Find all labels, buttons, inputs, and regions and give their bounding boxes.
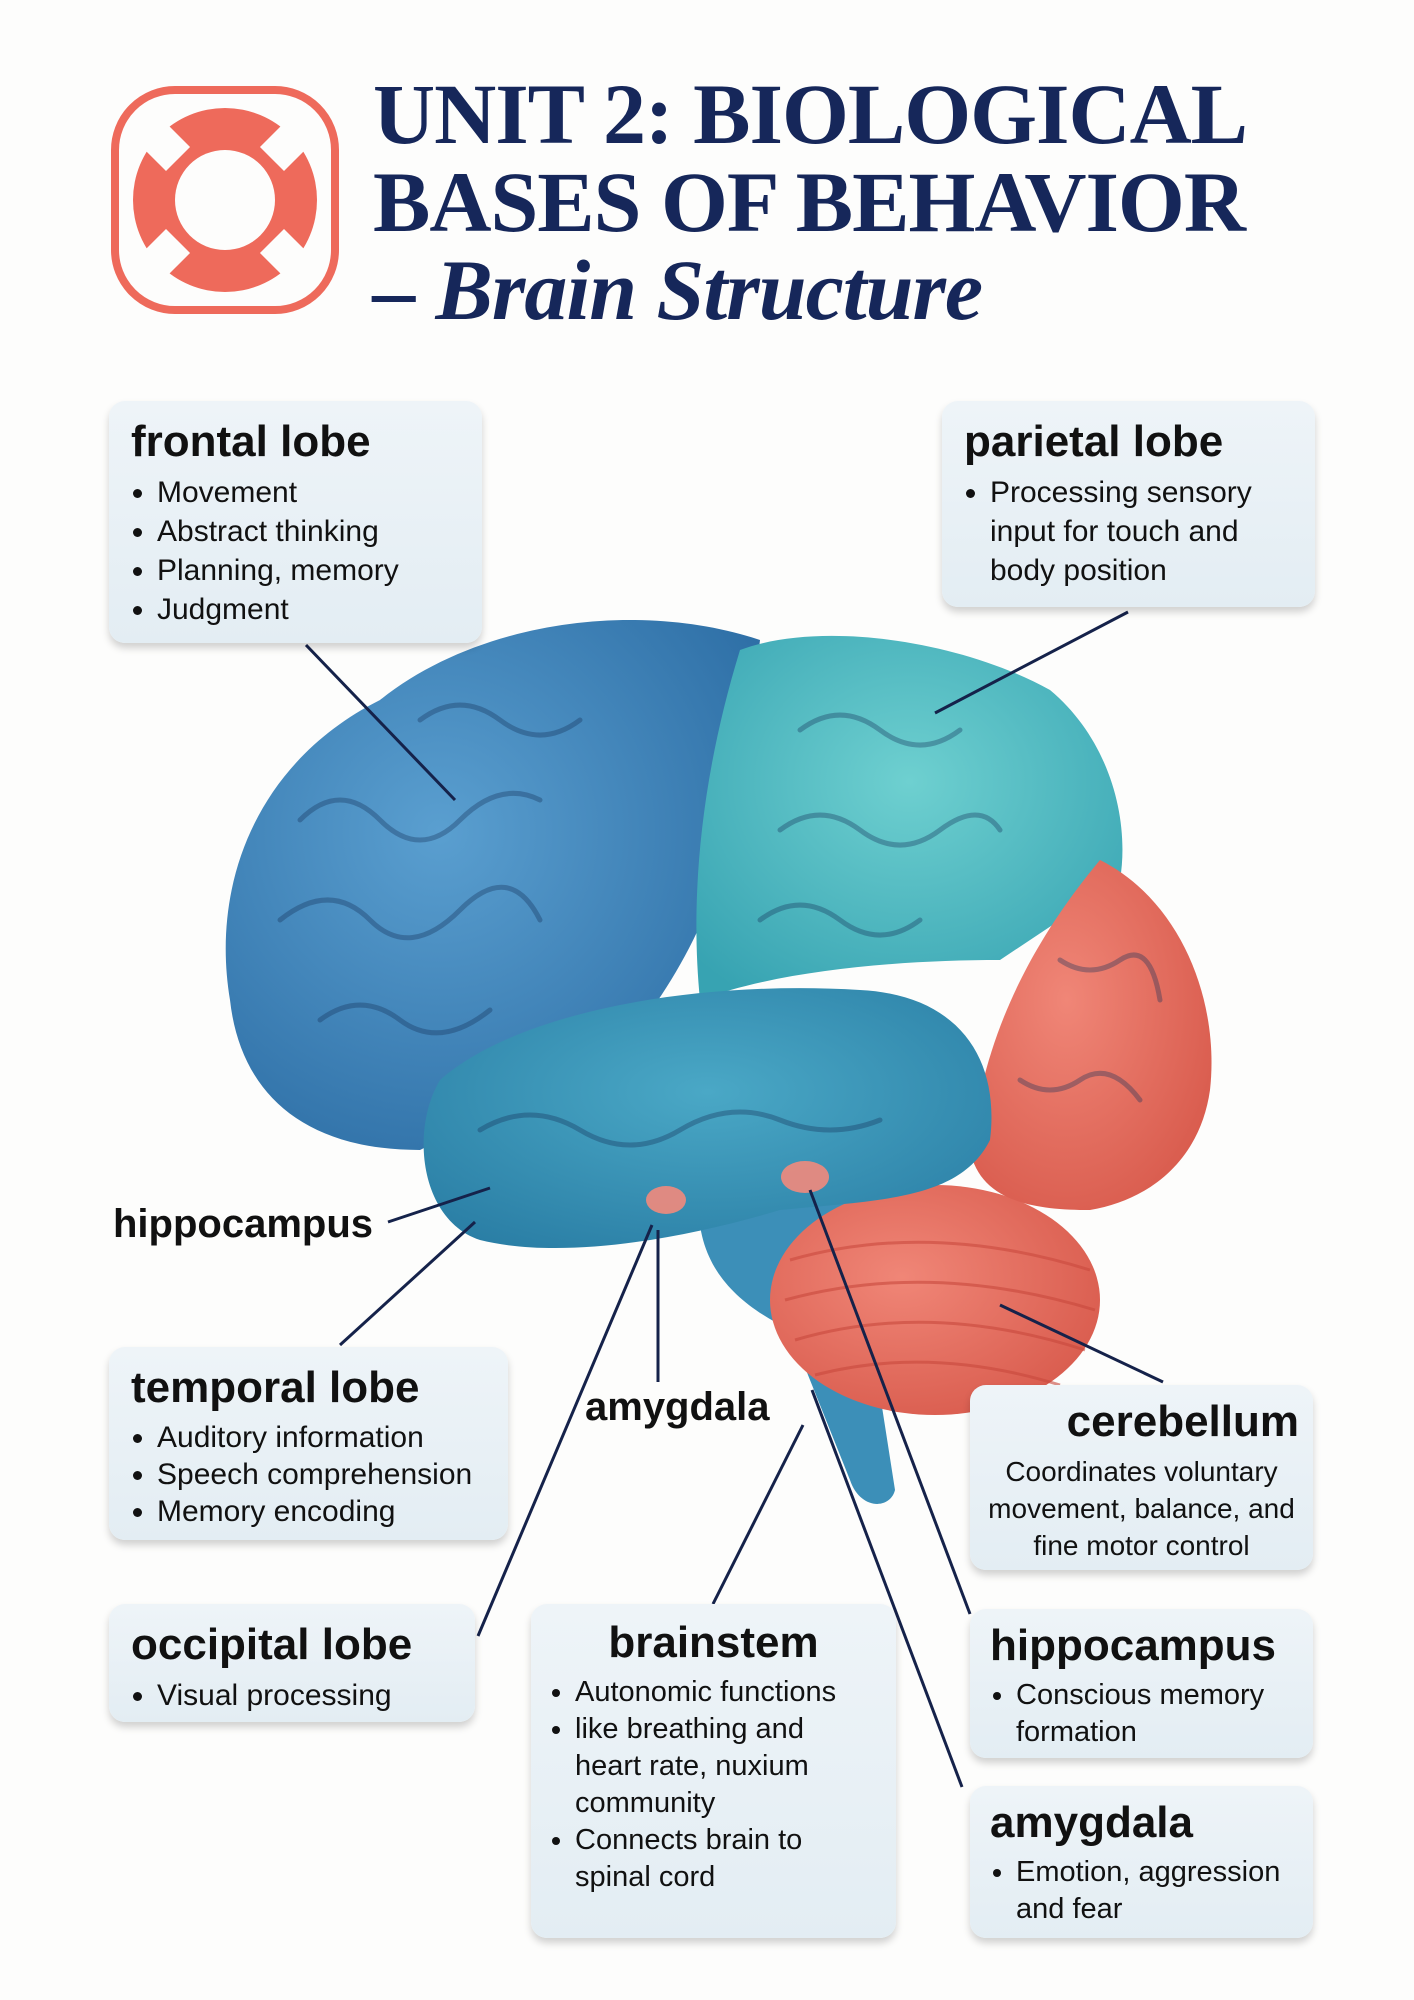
amygdala-box: amygdala Emotion, aggression and fear (970, 1786, 1313, 1938)
box-title: frontal lobe (131, 417, 371, 466)
frontal-lobe-box: frontal lobe MovementAbstract thinkingPl… (109, 401, 482, 643)
page-title: UNIT 2: BIOLOGICAL BASES OF BEHAVIOR – B… (373, 66, 1248, 338)
temporal-lobe-box: temporal lobe Auditory informationSpeech… (109, 1347, 508, 1540)
life-ring-icon (111, 86, 339, 314)
parietal-lobe-shape (696, 635, 1123, 1000)
brainstem-box: brainstem Autonomic functionslike breath… (531, 1604, 896, 1938)
list-item: Autonomic functions (575, 1674, 878, 1711)
leader-lines (304, 610, 1164, 1788)
hippocampus-label: hippocampus (113, 1202, 374, 1246)
box-title: hippocampus (990, 1621, 1277, 1670)
title-line-2: BASES OF BEHAVIOR (373, 154, 1246, 250)
temporal-lobe-shape (423, 988, 992, 1249)
list-item: Conscious memory formation (1016, 1677, 1293, 1751)
parietal-lobe-box: parietal lobe Processing sensory input f… (942, 401, 1315, 607)
box-text: Coordinates voluntary movement, balance,… (988, 1456, 1295, 1561)
list-item: Abstract thinking (157, 512, 460, 551)
box-title: brainstem (608, 1618, 819, 1667)
amygdala-label: amygdala (585, 1385, 770, 1429)
cerebellum-box: cerebellum Coordinates voluntary movemen… (970, 1385, 1313, 1570)
list-item: Auditory information (157, 1419, 486, 1456)
list-item: Processing sensory input for touch and b… (990, 473, 1293, 590)
box-title: amygdala (990, 1798, 1193, 1847)
list-item: Judgment (157, 590, 460, 629)
title-line-3: – Brain Structure (373, 242, 983, 338)
hippocampus-box: hippocampus Conscious memory formation (970, 1609, 1313, 1758)
box-title: parietal lobe (964, 417, 1224, 466)
list-item: Connects brain to spinal cord (575, 1822, 878, 1896)
box-title: occipital lobe (131, 1620, 413, 1669)
occipital-lobe-shape (970, 860, 1212, 1210)
list-item: Movement (157, 473, 460, 512)
amygdala-highlight (646, 1186, 686, 1214)
list-item: Speech comprehension (157, 1456, 486, 1493)
list-item: Planning, memory (157, 551, 460, 590)
title-line-1: UNIT 2: BIOLOGICAL (373, 66, 1248, 162)
list-item: Visual processing (157, 1676, 453, 1715)
list-item: like breathing and heart rate, nuxium co… (575, 1711, 878, 1822)
list-item: Emotion, aggression and fear (1016, 1854, 1293, 1928)
hippocampus-highlight (781, 1161, 829, 1193)
cerebellum-shape (770, 1185, 1100, 1415)
box-title: cerebellum (1066, 1397, 1299, 1446)
box-title: temporal lobe (131, 1363, 420, 1412)
list-item: Memory encoding (157, 1493, 486, 1530)
occipital-lobe-box: occipital lobe Visual processing (109, 1604, 475, 1722)
